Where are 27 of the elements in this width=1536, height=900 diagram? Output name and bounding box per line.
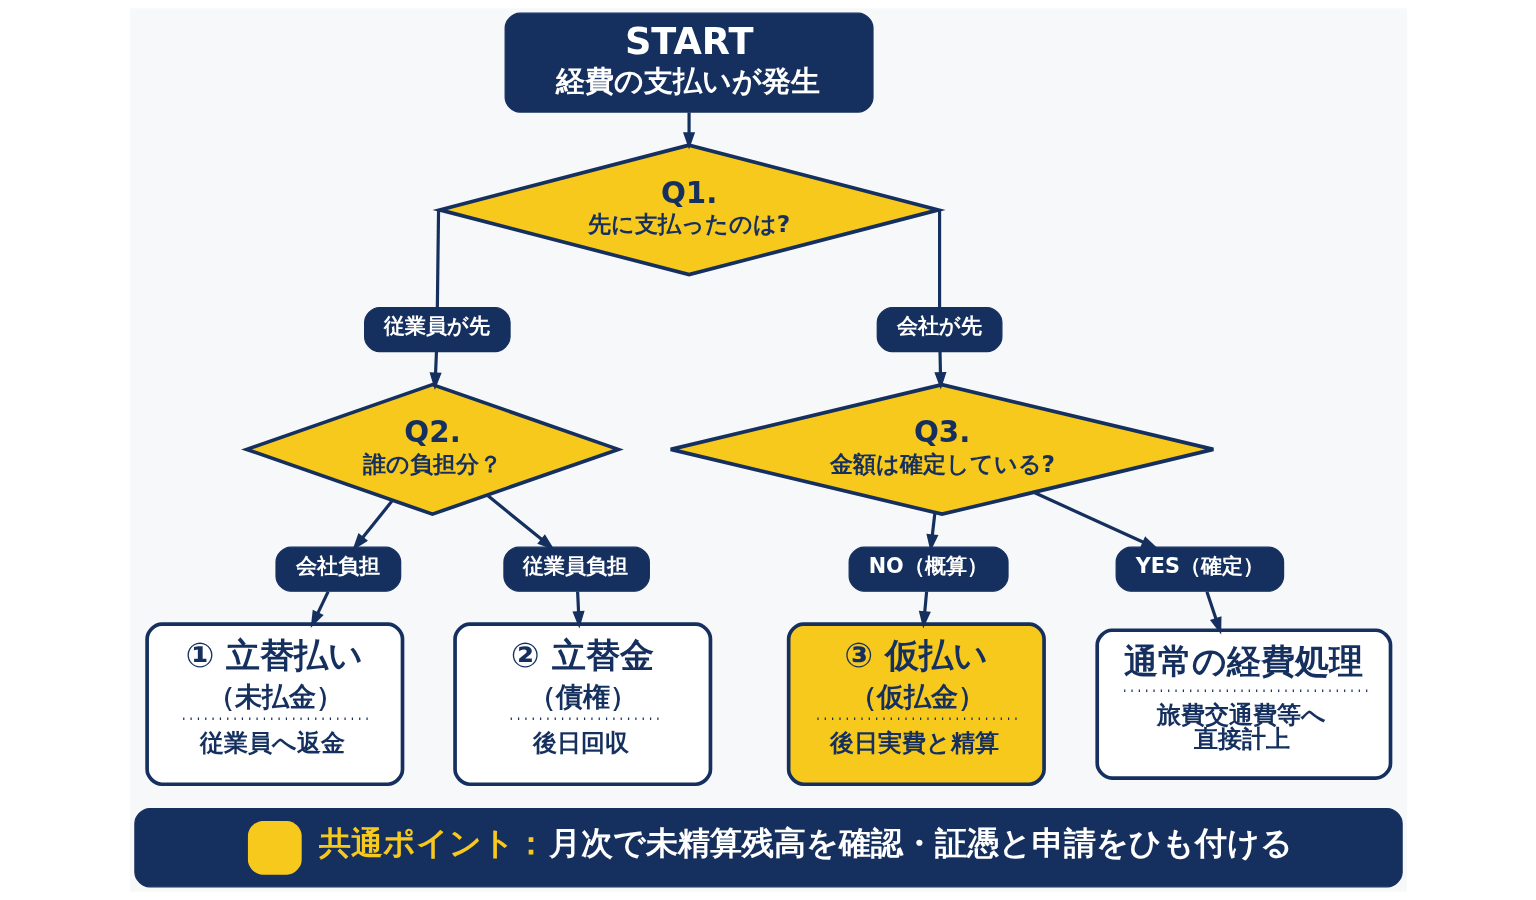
node-diamond: Q1. 先に支払ったのは? <box>432 143 946 277</box>
node-box: YES（確定） <box>1115 546 1284 592</box>
node-box: ② 立替金 （債権） 後日回収 <box>452 622 712 787</box>
arrow <box>933 351 947 390</box>
node-diamond: Q3. 金額は確定している? <box>668 382 1215 517</box>
arrow <box>918 591 931 629</box>
arrow <box>682 112 695 150</box>
arrow <box>571 591 585 629</box>
node-box: 会社負担 <box>274 546 401 592</box>
arrow <box>351 499 394 551</box>
node-diamond: Q2. 誰の負担分？ <box>240 382 624 517</box>
node-box: 共通ポイント：月次で未精算残高を確認・証憑と申請をひも付ける <box>133 808 1403 888</box>
connector <box>937 209 941 308</box>
node-box: NO（概算） <box>848 546 1009 592</box>
node-box: 従業員負担 <box>502 546 650 592</box>
node-box: 通常の経費処理 旅費交通費等へ直接計上 <box>1094 628 1392 780</box>
node-box: 会社が先 <box>876 307 1002 353</box>
connector <box>435 209 440 308</box>
arrow <box>429 351 442 390</box>
node-box: ③ 仮払い （仮払金） 後日実費と精算 <box>786 622 1046 787</box>
node-box: ① 立替払い （未払金） 従業員へ返金 <box>144 622 404 787</box>
arrow <box>310 591 330 629</box>
node-box: START 経費の支払いが発生 <box>504 12 874 113</box>
node-box: 従業員が先 <box>363 307 511 353</box>
arrow <box>1032 490 1158 550</box>
arrow <box>485 494 555 550</box>
arrow <box>1204 591 1221 635</box>
